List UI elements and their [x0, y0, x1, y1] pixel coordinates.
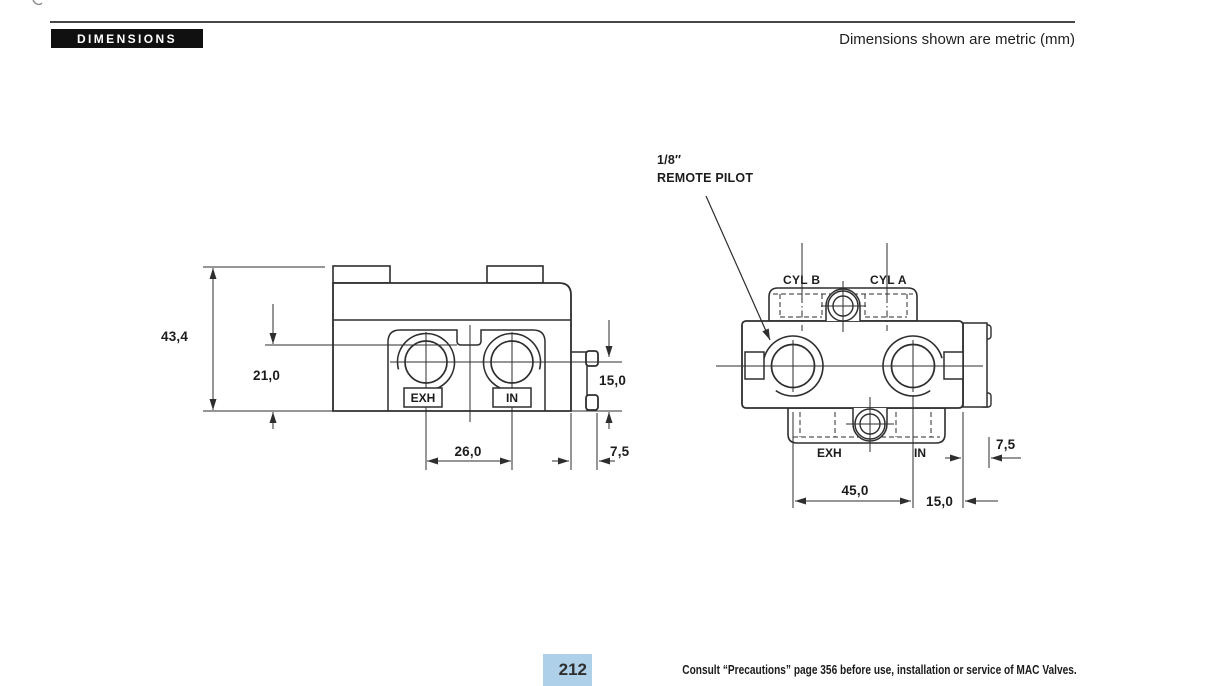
cyl-a-label: CYL A	[870, 273, 907, 287]
section-label: DIMENSIONS	[51, 29, 203, 48]
dim-end-offset-front: 7,5	[996, 437, 1016, 452]
remote-pilot-label: REMOTE PILOT	[657, 171, 754, 185]
metric-note: Dimensions shown are metric (mm)	[839, 31, 1075, 48]
remote-pilot-size: 1/8″	[657, 153, 682, 167]
page-number-box: 212	[543, 654, 592, 686]
header-rule	[50, 21, 1075, 23]
dim-overall-height: 43,4	[161, 329, 189, 344]
cyl-b-label: CYL B	[783, 273, 821, 287]
dim-port-spacing-side: 26,0	[454, 444, 482, 459]
remote-pilot-leader-arrow	[705, 195, 771, 341]
precaution-note: Consult “Precautions” page 356 before us…	[682, 662, 1077, 677]
page-number: 212	[558, 660, 587, 679]
dim-end-offset-side: 7,5	[610, 444, 630, 459]
inlet-port-label-side: IN	[506, 390, 518, 405]
exhaust-port-label-front: EXH	[817, 446, 842, 460]
inlet-port-label-front: IN	[914, 446, 926, 460]
front-view-drawing	[705, 195, 1021, 508]
dim-port-spacing-front: 45,0	[841, 483, 869, 498]
side-view-drawing	[203, 265, 622, 470]
section-label-text: DIMENSIONS	[76, 31, 177, 46]
side-view-dimensions	[203, 266, 622, 470]
inlet-port-box	[492, 387, 532, 408]
dim-outlet-height: 15,0	[599, 373, 627, 388]
dim-inlet-offset-front: 15,0	[926, 494, 954, 509]
exhaust-port-box	[403, 387, 443, 408]
dim-port-centerline: 21,0	[253, 368, 281, 383]
front-view-dimensions	[792, 395, 1021, 508]
corner-mark	[32, 0, 43, 6]
exhaust-port-label-side: EXH	[410, 390, 436, 405]
